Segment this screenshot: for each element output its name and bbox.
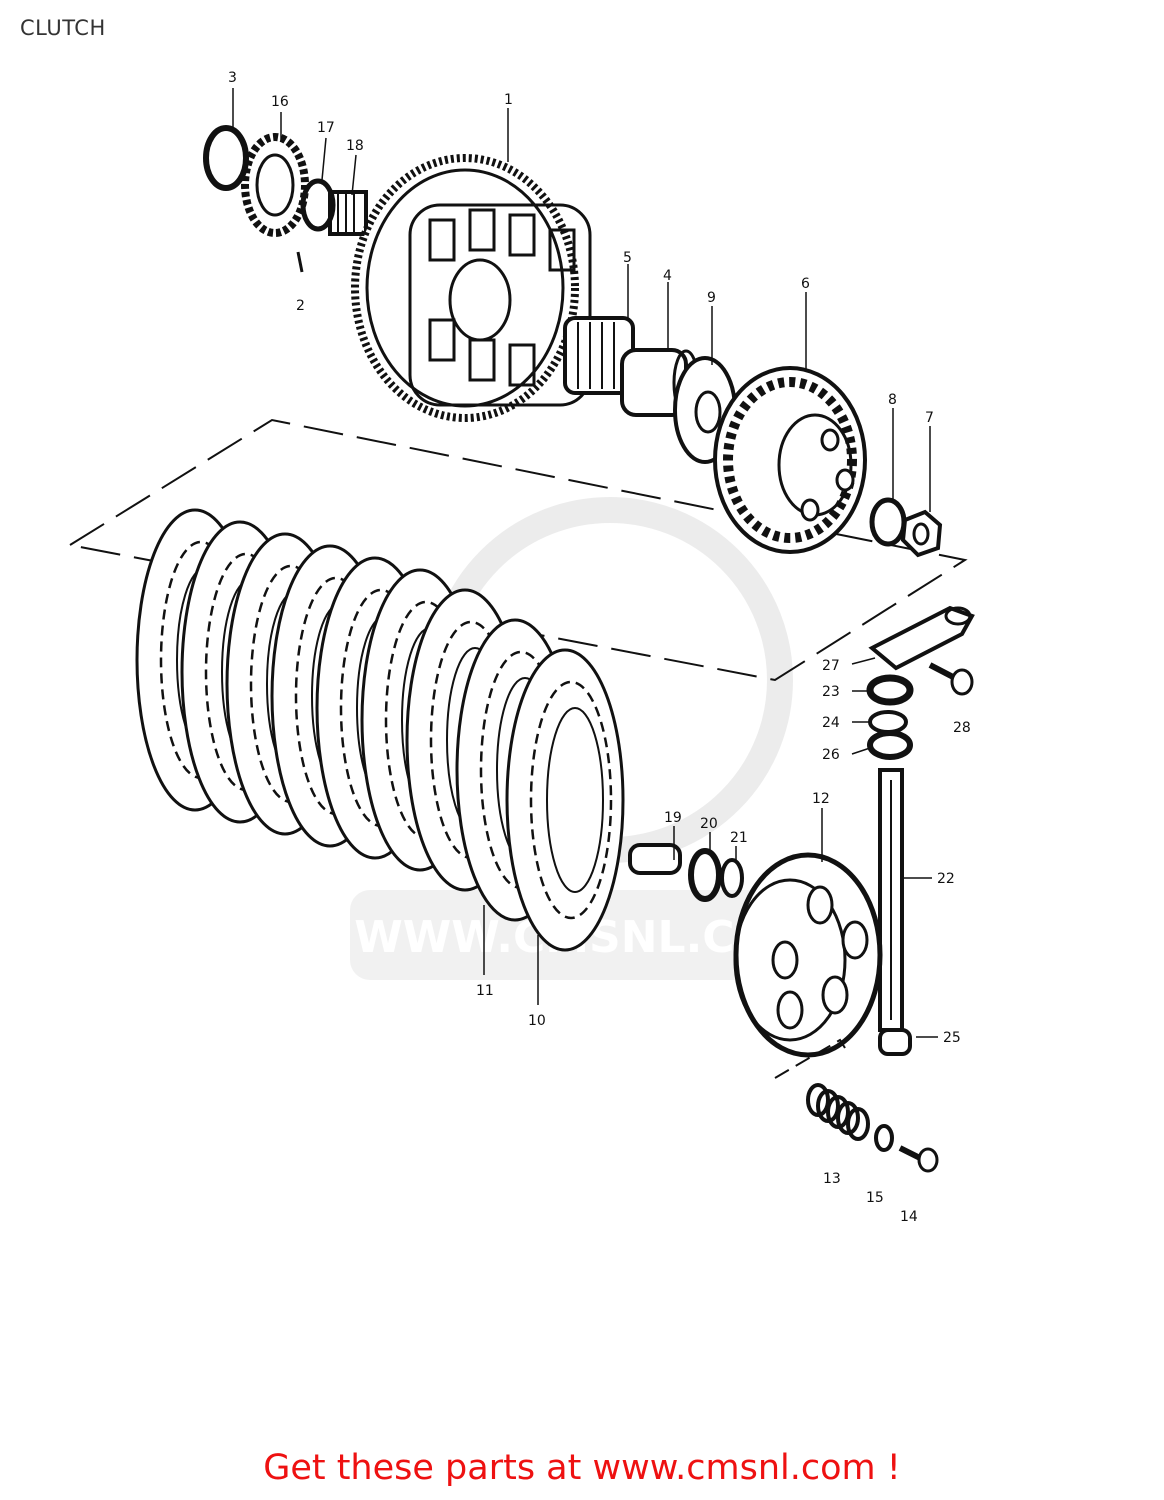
callout-16: 16 bbox=[271, 94, 289, 110]
bolt-28 bbox=[928, 662, 974, 696]
bearing-26 bbox=[867, 730, 913, 760]
callout-8: 8 bbox=[888, 392, 897, 408]
callout-9: 9 bbox=[707, 290, 716, 306]
callout-4: 4 bbox=[663, 268, 672, 284]
callout-18: 18 bbox=[346, 138, 364, 154]
cta-link[interactable]: Get these parts at www.cmsnl.com ! bbox=[263, 1448, 901, 1488]
clutch-housing-1 bbox=[351, 154, 592, 422]
callout-26: 26 bbox=[822, 747, 840, 763]
callout-21: 21 bbox=[730, 830, 748, 846]
nut-7 bbox=[900, 509, 943, 558]
sprocket-16 bbox=[241, 133, 309, 237]
callout-20: 20 bbox=[700, 816, 718, 832]
callout-14: 14 bbox=[900, 1209, 918, 1225]
callout-13: 13 bbox=[823, 1171, 841, 1187]
callout-28: 28 bbox=[953, 720, 971, 736]
spring-13 bbox=[806, 1083, 870, 1141]
leader-lines bbox=[232, 88, 938, 1038]
callout-23: 23 bbox=[822, 684, 840, 700]
callout-19: 19 bbox=[664, 810, 682, 826]
release-arm-27 bbox=[868, 605, 975, 671]
bushing-17 bbox=[300, 178, 336, 232]
callout-27: 27 bbox=[822, 658, 840, 674]
needle-bearing-18 bbox=[328, 190, 368, 236]
callout-2: 2 bbox=[296, 298, 305, 314]
bolt-14 bbox=[898, 1145, 939, 1173]
release-shaft-22 bbox=[878, 768, 904, 1032]
callout-labels: 3 16 17 18 1 2 5 4 9 6 8 7 27 28 23 24 2… bbox=[228, 70, 971, 1225]
screw-2 bbox=[296, 251, 304, 273]
callout-12: 12 bbox=[812, 791, 830, 807]
lock-washer-8 bbox=[869, 497, 907, 547]
pressure-plate-12 bbox=[733, 852, 883, 1058]
page-title: CLUTCH bbox=[20, 16, 106, 40]
clutch-hub-6 bbox=[713, 366, 867, 554]
callout-15: 15 bbox=[866, 1190, 884, 1206]
bearing-20 bbox=[688, 848, 722, 902]
callout-7: 7 bbox=[925, 410, 934, 426]
callout-24: 24 bbox=[822, 715, 840, 731]
callout-11: 11 bbox=[476, 983, 494, 999]
washer-3 bbox=[203, 125, 249, 191]
washer-21 bbox=[720, 858, 744, 898]
callout-25: 25 bbox=[943, 1030, 961, 1046]
callout-6: 6 bbox=[801, 276, 810, 292]
callout-1: 1 bbox=[504, 92, 513, 108]
callout-5: 5 bbox=[623, 250, 632, 266]
washer-24 bbox=[868, 710, 908, 734]
bearing-25 bbox=[878, 1028, 912, 1056]
washer-15 bbox=[874, 1124, 894, 1152]
spring-group-outline bbox=[774, 1038, 846, 1079]
callout-17: 17 bbox=[317, 120, 335, 136]
oil-seal-23 bbox=[866, 674, 914, 706]
push-piece-19 bbox=[628, 843, 682, 875]
callout-3: 3 bbox=[228, 70, 237, 86]
callout-22: 22 bbox=[937, 871, 955, 887]
callout-10: 10 bbox=[528, 1013, 546, 1029]
clutch-plates-stack bbox=[135, 508, 625, 952]
